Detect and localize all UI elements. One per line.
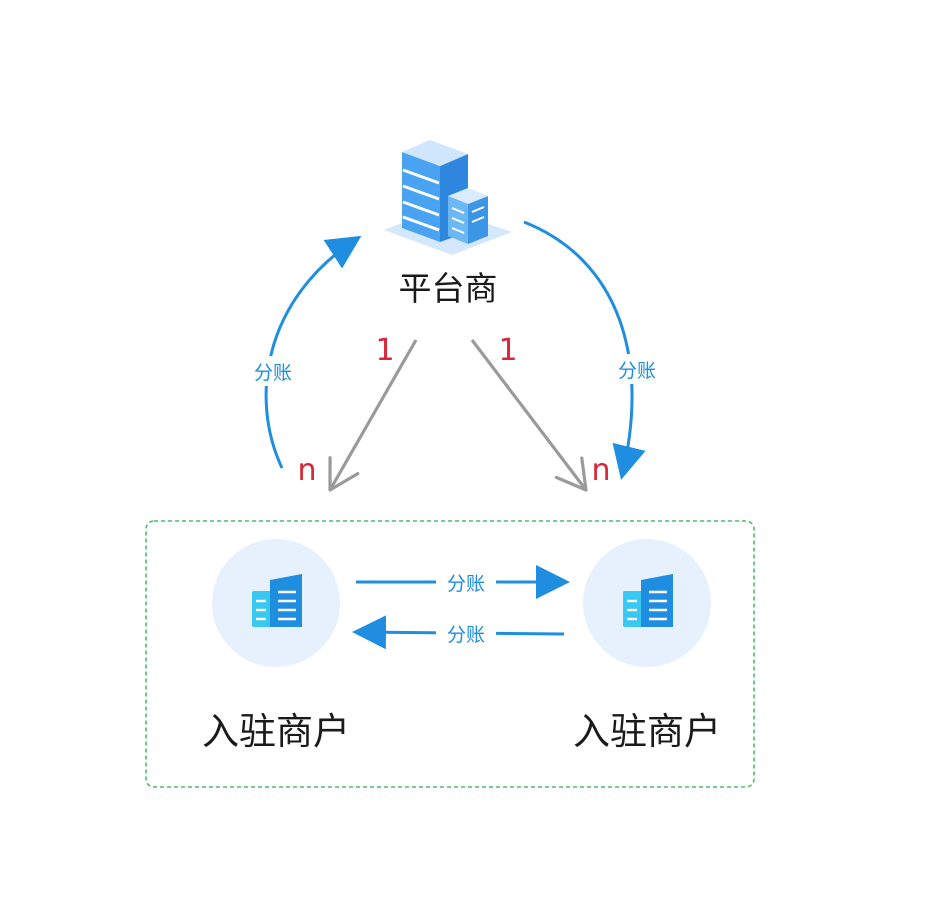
merchant-group-box bbox=[145, 520, 755, 788]
platform-label: 平台商 bbox=[399, 269, 498, 308]
merchant-building-icon bbox=[623, 574, 673, 627]
right-one-label: 1 bbox=[498, 333, 517, 368]
right-split-arc bbox=[523, 220, 646, 480]
left-one-label: 1 bbox=[375, 333, 394, 368]
left-many-label: n bbox=[297, 453, 316, 488]
merchant-forward-label: 分账 bbox=[447, 573, 485, 595]
merchant-label: 入驻商户 bbox=[202, 710, 350, 753]
right-split-label: 分账 bbox=[618, 360, 656, 382]
left-split-label: 分账 bbox=[254, 362, 292, 384]
merchant-backward-label: 分账 bbox=[447, 624, 485, 646]
merchant-building-icon bbox=[252, 574, 302, 627]
right-many-label: n bbox=[591, 453, 610, 488]
right-relation-arrow bbox=[470, 339, 588, 492]
left-relation-arrow bbox=[328, 339, 418, 492]
left-split-arc bbox=[264, 235, 362, 469]
office-building-icon bbox=[384, 140, 512, 255]
merchant-label: 入驻商户 bbox=[573, 710, 721, 753]
